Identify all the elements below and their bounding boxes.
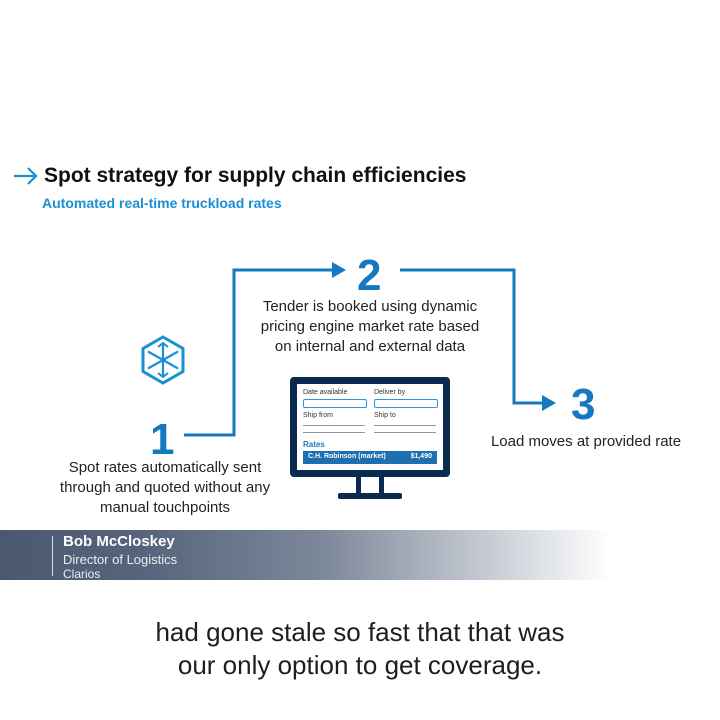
lower-third-divider (52, 536, 53, 576)
step-1-number: 1 (150, 415, 175, 464)
ship-from-label: Ship from (303, 412, 333, 419)
ship-from-line-2 (303, 432, 365, 433)
subtitle-caption: had gone stale so fast that that was our… (0, 616, 720, 682)
ship-to-line (374, 425, 436, 426)
deliver-by-field (374, 399, 438, 408)
ship-to-label: Ship to (374, 412, 396, 419)
rate-price: $1,490 (410, 453, 432, 460)
speaker-role: Director of Logistics (63, 552, 178, 567)
lower-third: Bob McCloskey Director of Logistics Clar… (0, 530, 720, 581)
connector-2-to-3 (400, 268, 548, 405)
monitor-stand-right (379, 477, 384, 493)
slide-title-row: Spot strategy for supply chain efficienc… (12, 164, 466, 188)
caption-line-2: our only option to get coverage. (177, 650, 543, 680)
step-2-text: Tender is booked using dynamic pricing e… (260, 298, 480, 355)
arrowhead-to-3 (542, 395, 556, 411)
arrow-right-icon (14, 167, 38, 185)
monitor-screen: Date available Deliver by Ship from Ship… (290, 377, 450, 477)
booking-form: Date available Deliver by Ship from Ship… (297, 384, 443, 470)
ship-from-line (303, 425, 365, 426)
deliver-by-label: Deliver by (374, 389, 406, 396)
monitor-stand-base (338, 493, 402, 499)
rate-row: C.H. Robinson (market) $1,490 (303, 451, 437, 464)
caption-line-1: had gone stale so fast that that was (155, 617, 565, 647)
rates-label: Rates (303, 440, 325, 449)
slide-subtitle: Automated real-time truckload rates (42, 195, 282, 211)
step-3-text: Load moves at provided rate (490, 433, 682, 450)
monitor-icon: Date available Deliver by Ship from Ship… (290, 377, 450, 501)
rate-carrier: C.H. Robinson (market) (308, 453, 386, 460)
ship-to-line-2 (374, 432, 436, 433)
step-3-number: 3 (571, 380, 596, 429)
speaker-company: Clarios (63, 567, 101, 581)
step-1-text: Spot rates automatically sent through an… (59, 459, 271, 516)
date-available-field (303, 399, 367, 408)
step-2-number: 2 (357, 251, 382, 300)
monitor-stand-left (356, 477, 361, 493)
connector-1-to-2 (184, 268, 338, 437)
slide-title: Spot strategy for supply chain efficienc… (44, 164, 467, 187)
arrowhead-to-2 (332, 262, 346, 278)
date-available-label: Date available (303, 389, 348, 396)
speaker-name: Bob McCloskey (63, 533, 175, 550)
cube-logo-icon (141, 335, 185, 385)
